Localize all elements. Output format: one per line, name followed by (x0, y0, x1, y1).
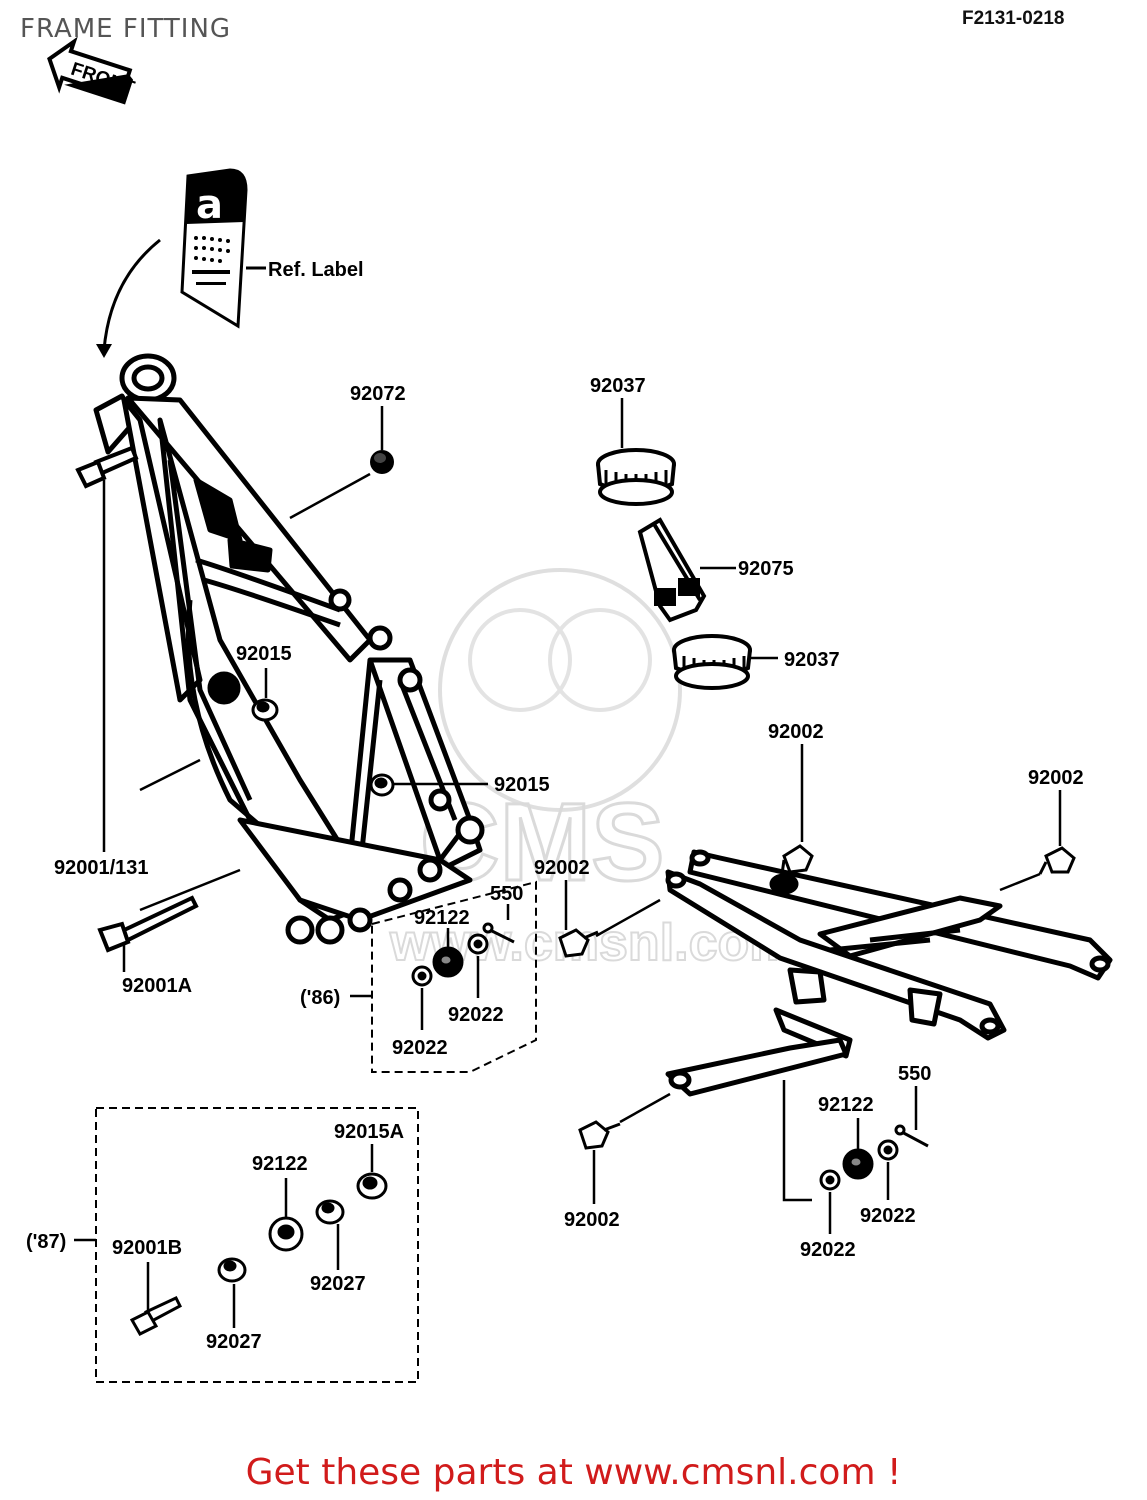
washer-92022-b (467, 933, 489, 955)
washer-92022-d (819, 1169, 841, 1191)
collar-92027-a (315, 1199, 345, 1225)
leader-lines (74, 398, 1062, 1328)
ref-label-tag: a Ref. Label (180, 168, 364, 329)
part-label: 550 (898, 1063, 931, 1085)
part-label: 92022 (800, 1239, 856, 1261)
bolt-92001a (97, 895, 199, 953)
ref-label-letter: a (196, 182, 223, 228)
part-label: 550 (490, 883, 523, 905)
part-label: 92002 (1028, 767, 1084, 789)
diagram-code: F2131-0218 (962, 8, 1065, 29)
part-label: 92001/131 (54, 857, 149, 879)
part-label: 92122 (818, 1094, 874, 1116)
subframe (665, 849, 1113, 1097)
pin-550-b (894, 1124, 929, 1148)
group-86-box (371, 880, 537, 1073)
footer-cta: Get these parts at www.cmsnl.com ! (245, 1452, 902, 1493)
part-label: 92022 (392, 1037, 448, 1059)
part-label: 92122 (414, 907, 470, 929)
part-label: 92015 (494, 774, 550, 796)
group-87-label: ('87) (26, 1231, 66, 1253)
label-arrow (102, 238, 161, 351)
bolt-92001b (129, 1296, 182, 1336)
part-label: 92001A (122, 975, 192, 997)
washer-92022-a (411, 965, 433, 987)
collar-92015-a (251, 698, 279, 722)
group-87-box (95, 1107, 419, 1383)
part-label: 92122 (252, 1153, 308, 1175)
part-label: 92027 (310, 1273, 366, 1295)
bolt-92001-131 (75, 445, 139, 489)
pin-550-a (482, 922, 515, 944)
part-label: 92001B (112, 1237, 182, 1259)
nut-92072 (370, 450, 394, 474)
part-label: 92072 (350, 383, 406, 405)
part-label: 92022 (448, 1004, 504, 1026)
bolt-92002-c (558, 928, 599, 958)
bolt-92002-d (578, 1120, 621, 1150)
part-label: 92002 (564, 1209, 620, 1231)
part-label: 92037 (784, 649, 840, 671)
steering-stem-92075 (637, 517, 707, 623)
ref-label-text: Ref. Label (268, 259, 364, 281)
collar-92015a (356, 1172, 388, 1200)
part-label: 92002 (534, 857, 590, 879)
part-label: 92015A (334, 1121, 404, 1143)
part-label: 92027 (206, 1331, 262, 1353)
bearing-92037-mid (672, 634, 752, 690)
front-arrow: FRONT (47, 36, 137, 105)
group-86-label: ('86) (300, 987, 340, 1009)
part-label: 92022 (860, 1205, 916, 1227)
part-label: 92002 (768, 721, 824, 743)
collar-92122-b (842, 1148, 874, 1180)
collar-92027-b (217, 1257, 247, 1283)
part-label: 92075 (738, 558, 794, 580)
collar-92015-b (369, 773, 395, 797)
washer-92022-c (877, 1139, 899, 1161)
bearing-92037-top (596, 448, 676, 506)
part-label: 92037 (590, 375, 646, 397)
main-frame (93, 353, 485, 945)
page-title: FRAME FITTING (20, 14, 232, 44)
collar-92122-c (268, 1216, 304, 1252)
bolt-92002-a (780, 844, 814, 875)
part-label: 92015 (236, 643, 292, 665)
bolt-92002-b (1038, 846, 1076, 875)
collar-92122-a (432, 946, 464, 978)
